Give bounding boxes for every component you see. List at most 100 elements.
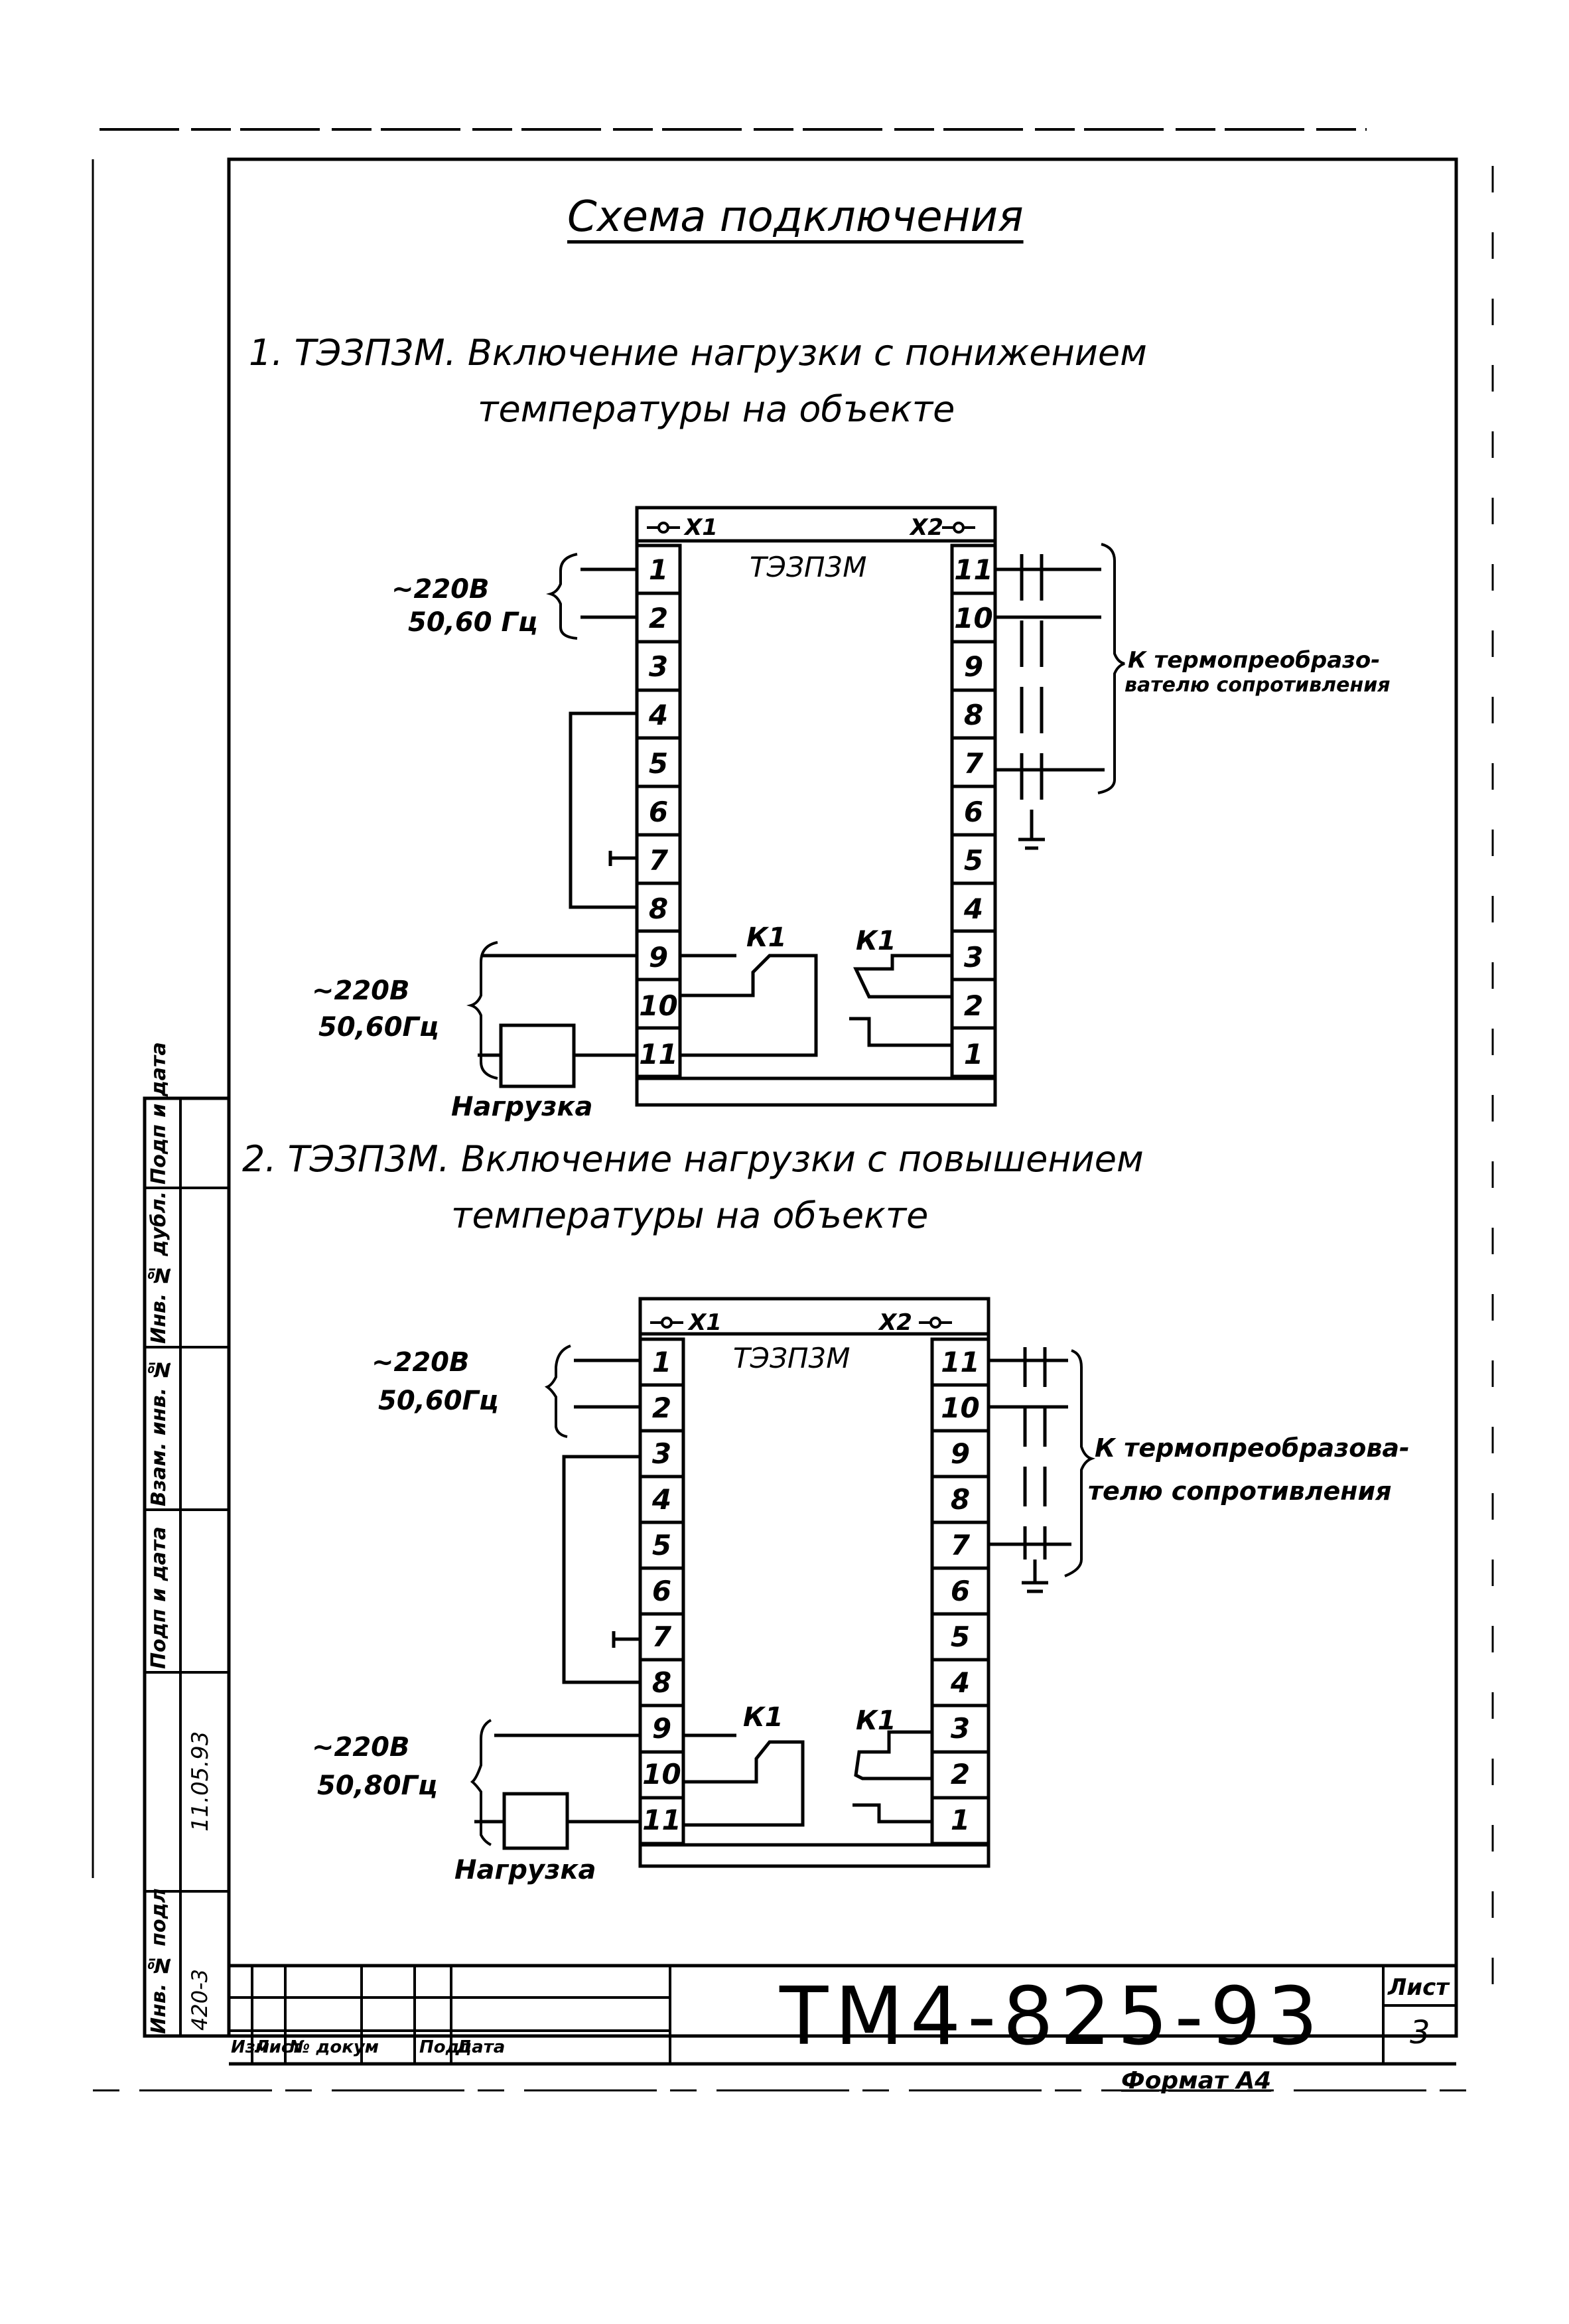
section1-heading-line1: 1. ТЭЗП3М. Включение нагрузки с понижени… — [249, 332, 1147, 374]
section1-load-label: Нагрузка — [451, 1092, 593, 1122]
pin-label: 7 — [651, 1621, 672, 1653]
sheet-number: 3 — [1410, 2014, 1430, 2051]
pin-label: 4 — [950, 1666, 971, 1699]
section1-relay-left-label: К1 — [746, 922, 787, 953]
pin-label: 9 — [963, 650, 984, 683]
pin-label: 2 — [950, 1758, 971, 1790]
pin-label: 4 — [651, 1483, 672, 1516]
section2-supply-bottom-frequency: 50,80Гц — [317, 1771, 438, 1801]
document-code: ТМ4-825-93 — [780, 1971, 1325, 2063]
pin-label: 5 — [950, 1621, 971, 1653]
pin-label: 3 — [648, 650, 669, 683]
pin-label: 5 — [648, 747, 669, 780]
title-block-col-sheet: Лист — [255, 2037, 302, 2057]
section1-right-terminal-strip — [950, 544, 997, 1078]
section1-left-pin-labels: 1 2 3 4 5 6 7 8 9 10 11 — [637, 545, 680, 1078]
side-stamp-value-date: 11.05.93 — [187, 1731, 214, 1832]
pin-label: 4 — [648, 699, 669, 731]
section2-connector-icons — [650, 1317, 952, 1329]
pin-label: 9 — [651, 1712, 672, 1745]
pin-label: 5 — [651, 1529, 672, 1561]
section2-load-label: Нагрузка — [454, 1855, 596, 1885]
section2-relay-right-label: К1 — [856, 1706, 896, 1736]
pin-label: 1 — [648, 553, 669, 586]
pin-label: 6 — [950, 1575, 971, 1607]
section1-supply-bottom-frequency: 50,60Гц — [318, 1012, 439, 1043]
title-block-col-date: Дата — [456, 2037, 506, 2057]
side-stamp-label-replacement-inv: Взам. инв. № — [147, 1357, 171, 1506]
section1-braces — [466, 543, 1125, 1080]
section1-connector-x1-label: X1 — [685, 514, 718, 541]
section2-heading-line1: 2. ТЭЗП3М. Включение нагрузки с повышени… — [242, 1138, 1144, 1180]
section1-supply-bottom-voltage: ~220В — [312, 976, 410, 1006]
section2-supply-top-voltage: ~220В — [372, 1347, 470, 1378]
section1-relay-right-label: К1 — [856, 926, 896, 956]
section2-wires — [474, 1347, 1071, 1850]
pin-label: 8 — [648, 893, 669, 925]
pin-label: 10 — [954, 602, 993, 634]
pin-label: 10 — [642, 1758, 681, 1790]
pin-label: 2 — [963, 989, 984, 1022]
section2-sensor-label-line2: телю сопротивления — [1088, 1477, 1392, 1506]
section2-supply-top-frequency: 50,60Гц — [378, 1386, 499, 1416]
section2-left-pin-labels: 1 2 3 4 5 6 7 8 9 10 11 — [640, 1339, 683, 1843]
page-title: Схема подключения — [567, 192, 1024, 242]
pin-label: 6 — [648, 796, 669, 828]
section1-left-terminal-strip — [635, 544, 682, 1078]
pin-label: 9 — [950, 1437, 971, 1470]
pin-label: 11 — [954, 553, 993, 586]
pin-label: 5 — [963, 844, 984, 877]
pin-label: 9 — [648, 941, 669, 974]
section2-connector-x2-label: X2 — [879, 1309, 912, 1336]
section2-left-terminal-strip — [638, 1337, 685, 1846]
side-stamp-value-inventory: 420-3 — [187, 1969, 212, 2031]
pin-label: 8 — [963, 699, 984, 731]
pin-label: 11 — [639, 1038, 678, 1070]
pin-label: 3 — [963, 941, 984, 974]
section1-heading-line2: температуры на объекте — [478, 388, 955, 430]
section1-right-pin-labels: 11 10 9 8 7 6 5 4 3 2 1 — [952, 545, 995, 1078]
section2-connector-x1-label: X1 — [689, 1309, 722, 1336]
pin-label: 3 — [950, 1712, 971, 1745]
title-block-col-doc-number: № докум — [289, 2037, 379, 2057]
pin-label: 1 — [963, 1038, 984, 1070]
pin-label: 3 — [651, 1437, 672, 1470]
pin-label: 4 — [963, 893, 984, 925]
section1-connector-icons — [647, 522, 975, 534]
pin-label: 2 — [648, 602, 669, 634]
title-block-col-change: Изм — [231, 2037, 270, 2057]
section1-supply-top-voltage: ~220В — [391, 574, 490, 605]
pin-label: 10 — [639, 989, 678, 1022]
section2-braces — [470, 1344, 1096, 1846]
pin-label: 7 — [963, 747, 984, 780]
section2-supply-bottom-voltage: ~220В — [312, 1732, 410, 1763]
section2-relay-left-label: К1 — [743, 1702, 784, 1733]
pin-label: 10 — [941, 1392, 980, 1424]
section1-connector-x2-label: X2 — [910, 514, 943, 541]
section2-sensor-label-line1: К термопреобразова- — [1095, 1433, 1410, 1463]
section1-supply-top-frequency: 50,60 Гц — [408, 607, 538, 638]
side-stamp-label-duplicate-inv: Инв. № дубл. — [147, 1191, 171, 1344]
section1-sensor-label-line2: вателю сопротивления — [1125, 674, 1391, 697]
sheet-label: Лист — [1388, 1974, 1449, 2001]
pin-label: 6 — [963, 796, 984, 828]
title-block-col-signature: Подп — [419, 2037, 472, 2057]
section2-device-name: ТЭЗП3М — [733, 1342, 851, 1374]
side-stamp-label-signature-date: Подп и дата — [147, 1042, 171, 1185]
pin-label: 11 — [642, 1804, 681, 1836]
section1-device-name: ТЭЗП3М — [750, 551, 867, 583]
section2-right-pin-labels: 11 10 9 8 7 6 5 4 3 2 1 — [932, 1339, 989, 1843]
pin-label: 1 — [651, 1346, 672, 1378]
pin-label: 8 — [651, 1666, 672, 1699]
section2-heading-line2: температуры на объекте — [451, 1195, 929, 1236]
pin-label: 7 — [950, 1529, 971, 1561]
section1-sensor-label-line1: К термопреобразо- — [1128, 647, 1381, 674]
pin-label: 8 — [950, 1483, 971, 1516]
pin-label: 6 — [651, 1575, 672, 1607]
section2-right-terminal-strip — [930, 1337, 990, 1846]
section1-wires — [478, 554, 1105, 1088]
pin-label: 11 — [941, 1346, 980, 1378]
